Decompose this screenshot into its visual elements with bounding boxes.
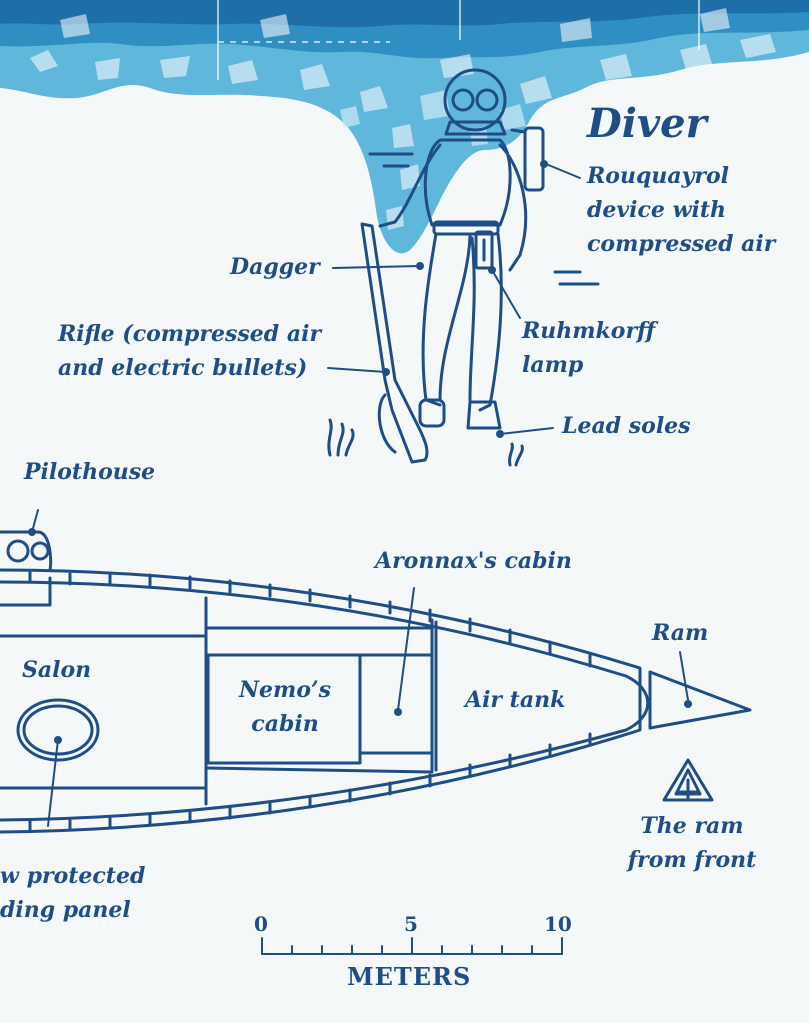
label-rouquayrol-line1: Rouquayrol	[587, 163, 729, 189]
label-nemo-cabin-line1: Nemo’s	[238, 677, 332, 703]
label-rouquayrol-line2: device with	[587, 197, 727, 223]
label-pilothouse: Pilothouse	[24, 459, 156, 485]
scale-units: METERS	[347, 962, 472, 991]
diver-title: Diver	[587, 100, 707, 147]
label-window-line2: ding panel	[0, 897, 131, 923]
submarine	[0, 530, 752, 834]
label-air-tank: Air tank	[465, 687, 566, 713]
label-ruhmkorff-line2: lamp	[522, 352, 584, 378]
label-window-line1: w protected	[0, 863, 146, 889]
label-lead-soles: Lead soles	[562, 413, 691, 439]
label-ram-front-line2: from front	[627, 847, 757, 873]
label-ruhmkorff-line1: Ruhmkorff	[522, 318, 656, 344]
label-rifle-line2: and electric bullets)	[58, 355, 308, 381]
scale-tick-10: 10	[544, 912, 572, 936]
ice-field	[0, 0, 809, 254]
scale-tick-5: 5	[404, 912, 418, 936]
diver-figure	[327, 68, 600, 467]
label-salon: Salon	[22, 657, 92, 683]
scale-tick-0: 0	[254, 912, 268, 936]
label-ram: Ram	[652, 620, 709, 646]
scale-bar	[261, 937, 563, 955]
leader-dots	[28, 160, 692, 744]
label-aronnax-cabin: Aronnax's cabin	[375, 548, 572, 574]
label-dagger: Dagger	[230, 254, 320, 280]
label-nemo-cabin-line2: cabin	[251, 711, 319, 737]
label-rifle-line1: Rifle (compressed air	[58, 321, 322, 347]
diver-leaders	[327, 163, 581, 435]
label-ram-front-line1: The ram	[640, 813, 744, 839]
label-rouquayrol-line3: compressed air	[587, 231, 776, 257]
